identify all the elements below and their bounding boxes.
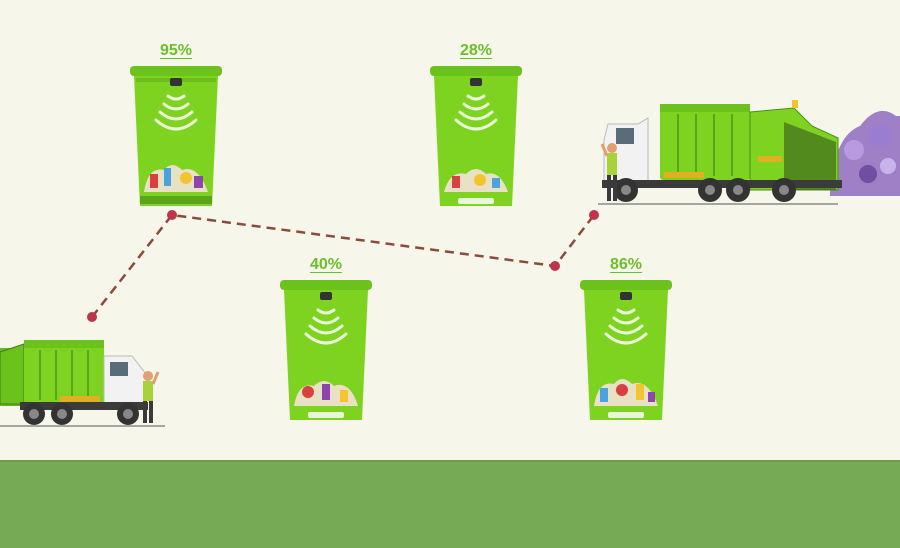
trash-pile-icon bbox=[144, 165, 208, 192]
trash-pile-icon bbox=[294, 381, 358, 406]
garbage-truck-left bbox=[0, 340, 165, 427]
garbage-truck-icon bbox=[602, 100, 842, 202]
route-stop-3 bbox=[550, 261, 560, 271]
worker-icon bbox=[600, 143, 617, 201]
fill-level-label: 40% bbox=[309, 256, 343, 273]
garbage-truck-icon bbox=[0, 340, 148, 425]
trash-pile-icon bbox=[594, 379, 658, 406]
route-stop-2 bbox=[167, 210, 177, 220]
bin-icon bbox=[130, 66, 222, 206]
smart-bin-4[interactable]: 86% bbox=[578, 256, 674, 426]
smart-bin-3[interactable]: 40% bbox=[278, 256, 374, 426]
route-stop-4 bbox=[589, 210, 599, 220]
sensor-wave-icon bbox=[604, 308, 648, 345]
bin-icon bbox=[430, 66, 522, 206]
sensor-wave-icon bbox=[304, 308, 348, 345]
bin-icon bbox=[280, 280, 372, 420]
garbage-truck-right bbox=[598, 100, 900, 205]
smart-bin-2[interactable]: 28% bbox=[428, 42, 524, 212]
route-path bbox=[91, 213, 595, 318]
fill-level-label: 86% bbox=[609, 256, 643, 273]
ground-edge bbox=[0, 460, 900, 463]
worker-icon bbox=[143, 371, 160, 423]
ground bbox=[0, 462, 900, 548]
sensor-wave-icon bbox=[454, 94, 498, 131]
route-stop-1 bbox=[87, 312, 97, 322]
smart-bin-1[interactable]: 95% bbox=[128, 42, 224, 212]
trash-pile-icon bbox=[830, 110, 900, 196]
fill-level-label: 95% bbox=[159, 42, 193, 59]
sensor-wave-icon bbox=[154, 94, 198, 131]
trash-pile-icon bbox=[444, 169, 508, 192]
fill-level-label: 28% bbox=[459, 42, 493, 59]
bin-icon bbox=[580, 280, 672, 420]
